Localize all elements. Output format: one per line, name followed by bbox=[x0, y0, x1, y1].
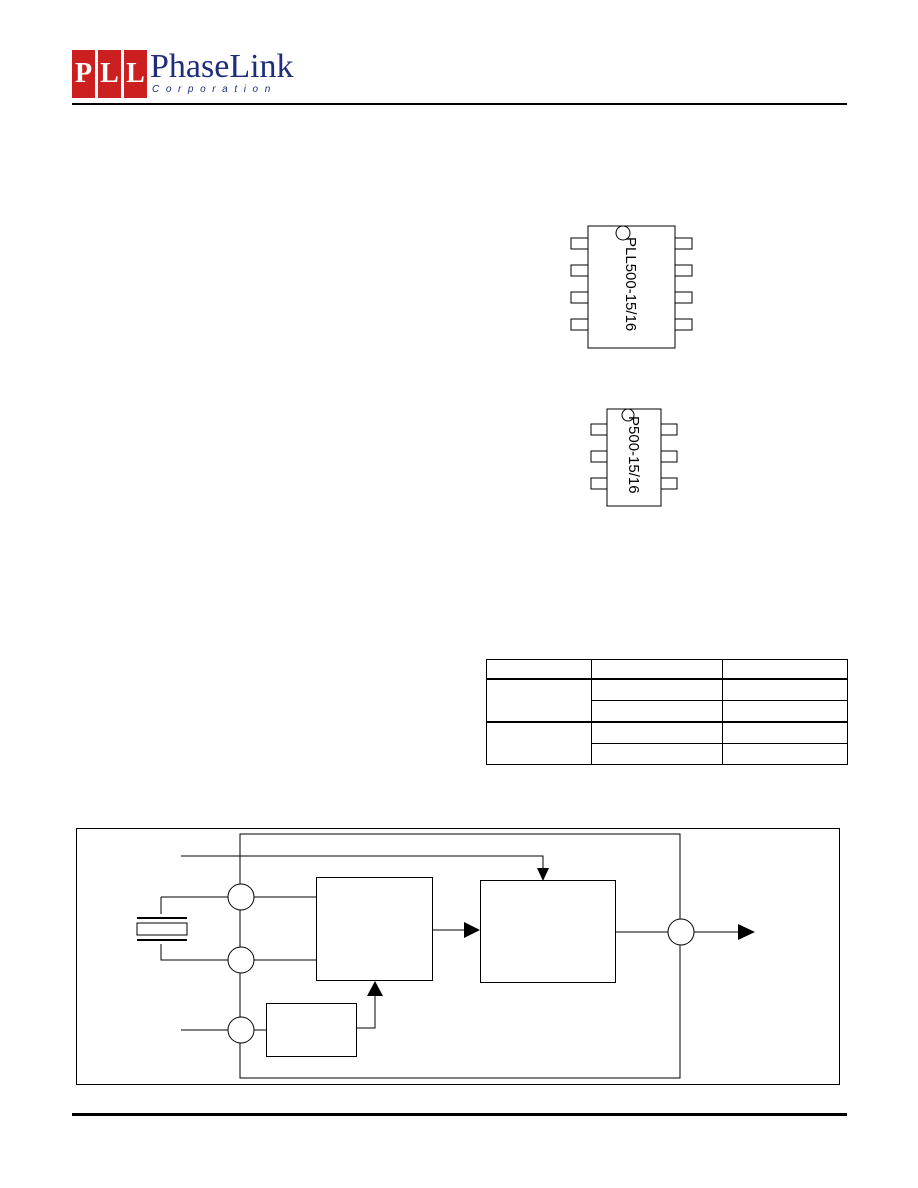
company-logo: P L L PhaseLink Corporation bbox=[72, 48, 322, 102]
pin-right-4 bbox=[660, 477, 678, 490]
brand-subtitle: Corporation bbox=[152, 84, 277, 95]
table-header-cell bbox=[486, 659, 592, 680]
pin-right-5 bbox=[660, 450, 678, 463]
arrow-right-icon bbox=[738, 924, 755, 940]
pin-left-3 bbox=[570, 291, 589, 304]
package-marking: PLL500-15/16 bbox=[622, 237, 639, 331]
logo-letter-l1: L bbox=[98, 50, 121, 98]
table-cell bbox=[722, 678, 848, 701]
table-cell bbox=[722, 743, 848, 765]
arrow-up-icon bbox=[367, 981, 383, 996]
table-cell bbox=[486, 678, 592, 723]
control-line bbox=[181, 855, 544, 870]
table-cell bbox=[722, 700, 848, 723]
package-diagram-6pin: P500-15/16 bbox=[590, 408, 678, 507]
selection-table bbox=[486, 659, 848, 765]
pin-left-3 bbox=[590, 477, 608, 490]
output-buffer-block bbox=[480, 880, 616, 983]
arrow-down-icon bbox=[537, 868, 549, 881]
table-header-cell bbox=[722, 659, 848, 680]
table-row bbox=[486, 678, 848, 723]
pin-right-7 bbox=[674, 264, 693, 277]
oscillator-block bbox=[316, 877, 433, 981]
pin-left-1 bbox=[590, 423, 608, 436]
die-boundary bbox=[239, 833, 681, 1079]
pin-right-8 bbox=[674, 237, 693, 250]
table-cell bbox=[591, 700, 723, 723]
diagram-frame bbox=[76, 828, 840, 1085]
pad-xin bbox=[227, 883, 255, 911]
table-row bbox=[487, 743, 848, 765]
table-row bbox=[486, 721, 848, 765]
table-header-cell bbox=[591, 659, 723, 680]
pin-left-2 bbox=[570, 264, 589, 277]
pad-xout bbox=[227, 946, 255, 974]
header-rule bbox=[72, 103, 847, 105]
table-header-row bbox=[486, 659, 848, 680]
logo-letter-l2: L bbox=[124, 50, 147, 98]
footer-rule bbox=[72, 1113, 847, 1116]
pin-right-5 bbox=[674, 318, 693, 331]
pin1-notch bbox=[615, 225, 631, 241]
pin-right-6 bbox=[674, 291, 693, 304]
control-wire bbox=[357, 994, 376, 1029]
table-cell bbox=[486, 721, 592, 765]
crystal-icon bbox=[136, 922, 188, 936]
pin-left-1 bbox=[570, 237, 589, 250]
package-body bbox=[587, 225, 676, 349]
package-diagram-8pin: PLL500-15/16 bbox=[570, 225, 693, 349]
brand-name: PhaseLink bbox=[150, 48, 294, 85]
table-cell bbox=[591, 743, 723, 765]
pad-output bbox=[667, 918, 695, 946]
xout-wire bbox=[160, 944, 228, 961]
pin-left-2 bbox=[590, 450, 608, 463]
table-cell bbox=[591, 721, 723, 744]
table-cell bbox=[591, 678, 723, 701]
pin-left-4 bbox=[570, 318, 589, 331]
table-cell bbox=[722, 721, 848, 744]
pad-control bbox=[227, 1016, 255, 1044]
pin-right-6 bbox=[660, 423, 678, 436]
control-block bbox=[266, 1003, 357, 1057]
table-row bbox=[487, 700, 848, 723]
arrow-right-icon bbox=[464, 922, 480, 938]
package-marking: P500-15/16 bbox=[625, 416, 642, 494]
logo-letter-p: P bbox=[72, 50, 95, 98]
pin1-notch bbox=[621, 408, 635, 422]
